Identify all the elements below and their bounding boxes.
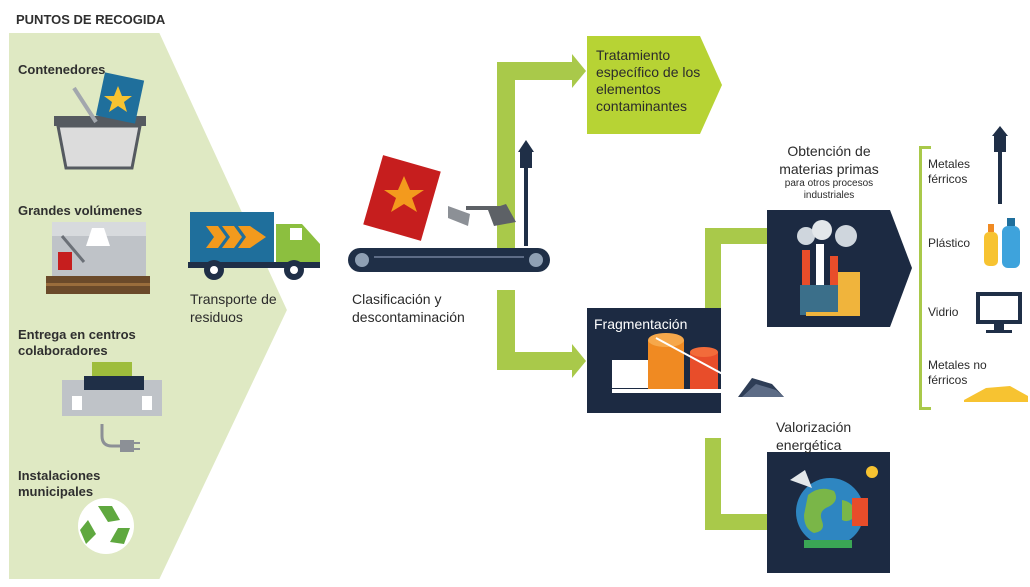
store-plug-icon	[62, 362, 162, 452]
raw-materials-subtitle: para otros procesos industriales	[784, 178, 874, 201]
monitor-icon	[976, 292, 1022, 333]
plastic-bottles-icon	[984, 218, 1020, 268]
collection-item-containers: Contenedores	[18, 62, 106, 77]
fragmentation-label: Fragmentación	[594, 316, 688, 332]
truck-icon	[188, 212, 320, 280]
appliance-pallet-icon	[46, 222, 150, 294]
metal-pile-icon	[964, 386, 1028, 402]
recycle-icon	[78, 498, 134, 554]
energy-title: Valorización energética	[776, 419, 852, 453]
treatment-box	[587, 36, 722, 134]
street-lamp-icon	[992, 126, 1008, 204]
conveyor-belt-icon	[348, 140, 550, 272]
material-plastic: Plástico	[928, 236, 971, 250]
materials-bracket	[919, 146, 922, 410]
arrow-to-treatment	[497, 54, 586, 252]
factory-icon	[797, 220, 860, 316]
transport-label: Transporte de residuos	[190, 291, 277, 325]
material-nonferrous: Metales no férricos	[928, 358, 987, 387]
collection-item-large-volumes: Grandes volúmenes	[18, 203, 143, 218]
collection-item-partner-centers: Entrega en centros colaboradores	[18, 327, 136, 358]
material-ferrous: Metales férricos	[928, 157, 971, 186]
shopping-basket-icon	[54, 72, 146, 170]
globe-energy-icon	[790, 466, 878, 548]
collection-item-municipal-facilities: Instalaciones municipales	[18, 468, 101, 499]
arrow-to-fragmentation	[497, 290, 586, 378]
collection-title: PUNTOS DE RECOGIDA	[16, 12, 166, 27]
material-glass: Vidrio	[928, 305, 959, 319]
raw-materials-title: Obtención de materias primas	[779, 143, 879, 177]
treatment-label: Tratamiento específico de los elementos …	[596, 47, 701, 114]
shredding-plant-icon	[612, 333, 784, 397]
sorting-label: Clasificación y descontaminación	[352, 291, 465, 325]
